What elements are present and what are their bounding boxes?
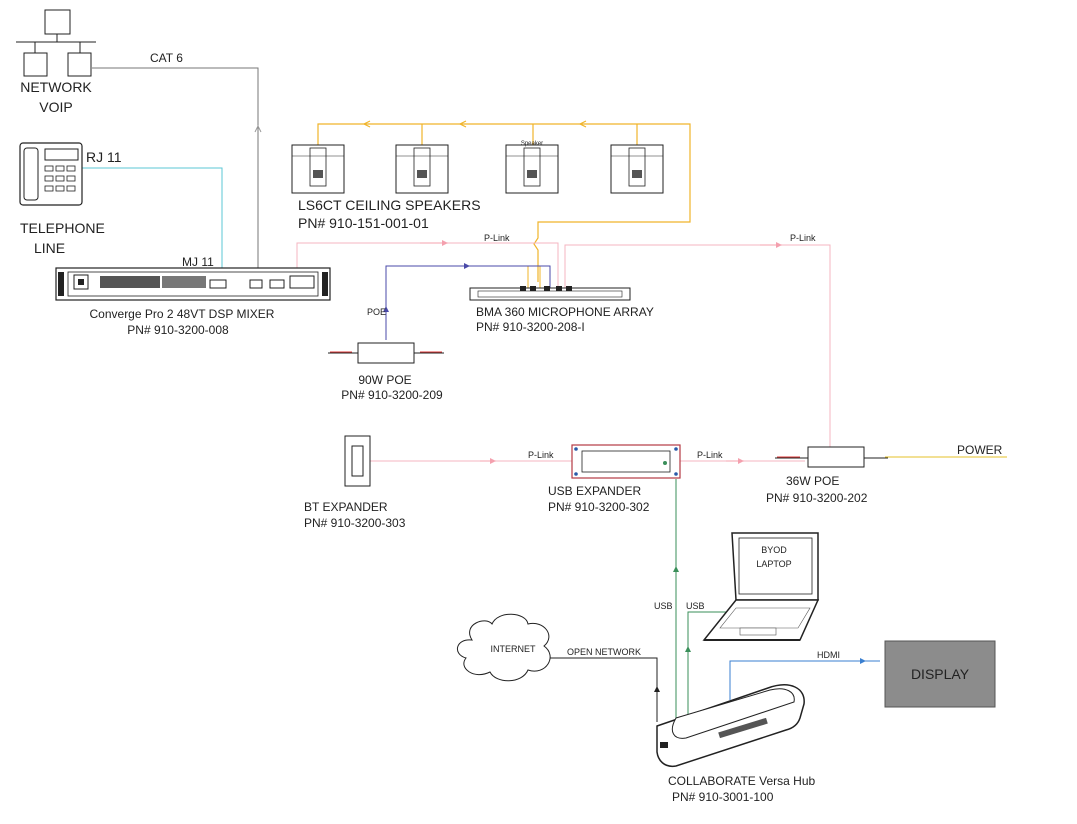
plink-label-2: P-Link — [790, 233, 816, 243]
poe36-pn: PN# 910-3200-202 — [766, 491, 868, 505]
display-label: DISPLAY — [911, 666, 970, 682]
laptop-icon — [702, 532, 820, 641]
open-network-cable — [538, 657, 658, 722]
bt-pn: PN# 910-3200-303 — [304, 516, 406, 530]
bt-name: BT EXPANDER — [304, 500, 388, 514]
voip-label: VOIP — [39, 99, 72, 115]
telephone-label: TELEPHONE — [20, 220, 105, 236]
plink-label-3: P-Link — [528, 450, 554, 460]
speakers-pn: PN# 910-151-001-01 — [298, 215, 429, 231]
hub-pn: PN# 910-3001-100 — [672, 790, 774, 804]
display-box — [884, 640, 996, 708]
telephone-icon — [19, 142, 83, 206]
cat6-label: CAT 6 — [150, 51, 183, 65]
laptop-line1: BYOD — [761, 545, 787, 555]
laptop-line2: LAPTOP — [756, 559, 791, 569]
poe90-name: 90W POE — [358, 373, 411, 387]
usbexp-name: USB EXPANDER — [548, 484, 641, 498]
rj11-label: RJ 11 — [86, 149, 122, 165]
poe36-name: 36W POE — [786, 474, 839, 488]
speaker-arrow-icon-3 — [578, 120, 587, 128]
speaker-cable — [317, 123, 691, 282]
plink-mic-poe36 — [564, 244, 831, 450]
power-label: POWER — [957, 443, 1003, 457]
speaker-3 — [505, 144, 559, 194]
internet-cloud-icon — [457, 613, 551, 682]
mixer-pn: PN# 910-3200-008 — [127, 323, 229, 337]
open-network-label: OPEN NETWORK — [567, 647, 641, 657]
network-icon — [16, 9, 96, 77]
mic-name: BMA 360 MICROPHONE ARRAY — [476, 305, 654, 319]
line-label: LINE — [34, 240, 65, 256]
microphone-array — [469, 286, 631, 301]
mj11-label: MJ 11 — [182, 255, 214, 269]
plink-label-1: P-Link — [484, 233, 510, 243]
poe-label: POE — [367, 307, 386, 317]
poe36-injector — [775, 446, 888, 468]
versa-hub — [656, 684, 805, 768]
dsp-mixer — [55, 267, 331, 301]
speaker-4 — [610, 144, 664, 194]
usb-label-1: USB — [654, 601, 673, 611]
bt-expander — [344, 435, 371, 487]
usb-label-2: USB — [686, 601, 705, 611]
poe90-injector — [328, 342, 444, 364]
usbexp-pn: PN# 910-3200-302 — [548, 500, 650, 514]
speakers-name: LS6CT CEILING SPEAKERS — [298, 197, 481, 213]
cat6-cable — [92, 67, 259, 280]
hub-name: COLLABORATE Versa Hub — [668, 774, 815, 788]
usb-hub-laptop — [687, 611, 740, 720]
internet-label: INTERNET — [491, 644, 537, 654]
network-label: NETWORK — [20, 79, 92, 95]
plink-label-4: P-Link — [697, 450, 723, 460]
mixer-name: Converge Pro 2 48VT DSP MIXER — [90, 307, 275, 321]
poe90-pn: PN# 910-3200-209 — [341, 388, 443, 402]
hdmi-label: HDMI — [817, 650, 840, 660]
speaker-tag: Speaker — [521, 141, 543, 147]
speaker-1 — [291, 144, 345, 194]
hdmi-cable — [729, 660, 880, 700]
speaker-2 — [395, 144, 449, 194]
speaker-arrow-icon-1 — [362, 120, 371, 128]
speaker-arrow-icon-2 — [458, 120, 467, 128]
cat6-arrow-icon — [254, 124, 262, 133]
rj11-cable — [82, 167, 223, 283]
usb-expander — [571, 444, 681, 479]
mic-pn: PN# 910-3200-208-I — [476, 320, 585, 334]
